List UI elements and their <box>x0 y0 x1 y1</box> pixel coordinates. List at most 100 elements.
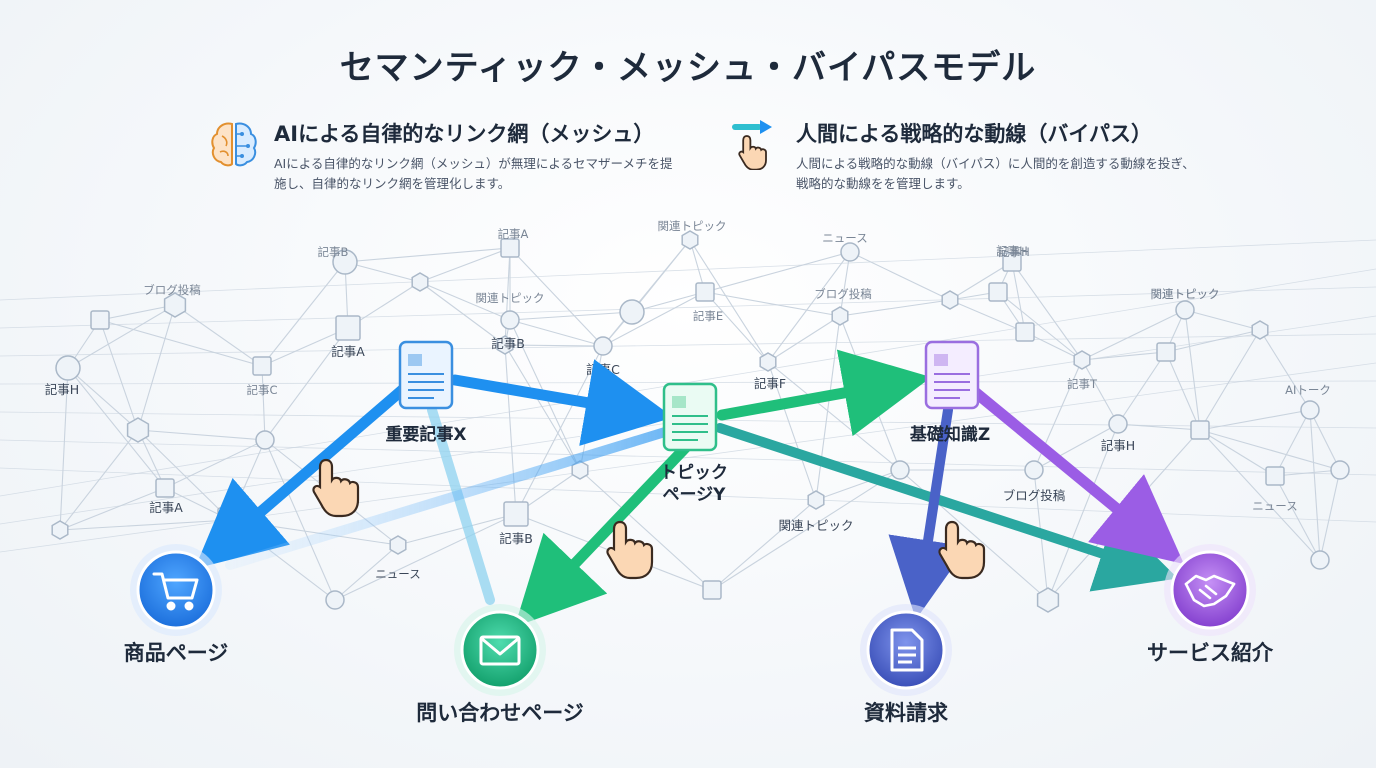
destination-label-docs: 資料請求 <box>864 701 948 725</box>
mesh-edge <box>1259 329 1311 411</box>
mesh-edge <box>711 499 817 591</box>
mesh-node-label: 記事B <box>499 531 533 546</box>
mesh-node <box>163 292 187 318</box>
mesh-edge <box>1081 359 1119 425</box>
mesh-node <box>496 335 514 355</box>
mesh-node-label: 記事B <box>491 336 525 351</box>
mesh-node <box>411 272 429 292</box>
mesh-node <box>1002 252 1022 272</box>
mesh-edge <box>99 304 176 321</box>
mesh-node <box>255 430 275 450</box>
mesh-edge <box>509 247 604 347</box>
mesh-node-label: 記事H <box>45 382 79 397</box>
mesh-node-label: 記事C <box>246 383 277 397</box>
mesh-edge <box>504 344 517 515</box>
mesh-node-label: 記事B <box>318 245 349 259</box>
mesh-edge <box>1165 351 1201 431</box>
mesh-edge <box>689 239 769 363</box>
mesh-edge <box>509 311 633 321</box>
mesh-node-label: ニュース <box>1252 499 1297 513</box>
mesh-node <box>126 417 150 443</box>
mesh-edge <box>1199 329 1261 431</box>
mesh-edge <box>0 239 1376 301</box>
shopping-cart-icon <box>152 572 199 611</box>
arrow-x-to-product <box>194 379 414 569</box>
mesh-node-label: 記事H <box>996 244 1028 258</box>
mesh-edge <box>704 251 851 293</box>
hub-document-y[interactable] <box>662 382 718 452</box>
mesh-node <box>1330 460 1350 480</box>
mesh-node-label: 関連トピック <box>658 219 727 233</box>
mesh-edge <box>767 361 901 471</box>
mesh-node-label: 記事A <box>498 227 529 241</box>
mesh-edge <box>509 319 604 347</box>
destination-product[interactable] <box>130 544 222 636</box>
mesh-node <box>1251 320 1269 340</box>
mesh-node-label: 関連トピック <box>778 518 853 533</box>
page-title: セマンティック・メッシュ・バイパスモデル <box>339 48 1037 88</box>
mesh-edge <box>1199 429 1341 471</box>
mesh-node-label: ブログ投稿 <box>814 287 872 301</box>
mesh-edge <box>704 291 841 317</box>
mesh-node <box>759 352 777 372</box>
envelope-icon <box>479 635 521 666</box>
destination-label-contact: 問い合わせページ <box>416 701 584 725</box>
mesh-node <box>831 306 849 326</box>
mesh-node <box>681 230 699 250</box>
mesh-edge <box>1199 429 1276 477</box>
hub-label-y-line2: ページY <box>663 485 727 505</box>
mesh-edge <box>334 513 517 601</box>
mesh-node <box>155 478 175 498</box>
mesh-edge <box>174 304 263 367</box>
mesh-edge <box>1047 423 1119 601</box>
hub-label-z: 基礎知識Z <box>909 424 990 445</box>
mesh-edge <box>0 286 1376 329</box>
hub-document-z[interactable] <box>924 340 980 410</box>
mesh-edge <box>1199 429 1321 561</box>
pointing-hand-icon <box>938 520 986 580</box>
mesh-node <box>325 590 345 610</box>
mesh-node <box>593 336 613 356</box>
mesh-edge <box>1184 309 1261 331</box>
mesh-edge <box>59 367 69 531</box>
mesh-edge <box>1274 409 1311 477</box>
mesh-edge <box>344 247 511 263</box>
hub-document-x[interactable] <box>398 340 454 410</box>
mesh-edge <box>261 365 266 441</box>
mesh-edge <box>99 319 139 431</box>
destination-service[interactable] <box>1164 544 1256 636</box>
mesh-edge <box>1309 409 1321 561</box>
mesh-node-label: 関連トピック <box>476 291 545 305</box>
mesh-node-label: 記事E <box>693 309 723 323</box>
mesh-node <box>252 356 272 376</box>
mesh-node-label: 記事A <box>331 344 365 359</box>
legend-human: 人間による戦略的な動線（バイパス） 人間による戦略的な動線（バイパス）に人間的を… <box>730 118 1196 194</box>
mesh-node-label: ブログ投稿 <box>1003 488 1066 503</box>
mesh-edge <box>334 544 399 601</box>
mesh-node <box>1036 587 1060 613</box>
mesh-node-label: 記事C <box>586 362 620 377</box>
arrow-x-to-contact <box>427 405 495 605</box>
legend-ai-description: AIによる自律的なリンク網（メッシュ）が無理によるセマザーメチを提施し、自律的な… <box>274 156 673 191</box>
arrow-y-to-product <box>225 427 670 570</box>
mesh-edge <box>949 299 1026 333</box>
mesh-node <box>702 580 722 600</box>
mesh-node <box>500 310 520 330</box>
mesh-edge <box>504 344 581 471</box>
mesh-edge <box>839 299 951 317</box>
legend-ai: AIによる自律的なリンク網（メッシュ） AIによる自律的なリンク網（メッシュ）が… <box>208 118 674 194</box>
mesh-edge <box>419 281 511 321</box>
destination-docs[interactable] <box>860 604 952 696</box>
mesh-node <box>1108 414 1128 434</box>
mesh-edge <box>815 315 841 501</box>
destination-contact[interactable] <box>454 604 546 696</box>
bypass-arrows <box>194 349 1184 627</box>
mesh-node-label: 記事T <box>1067 377 1098 391</box>
mesh-node <box>335 315 361 341</box>
document-icon <box>890 628 924 672</box>
mesh-edge <box>504 247 511 346</box>
mesh-edge <box>59 519 231 531</box>
mesh-edge <box>137 429 266 441</box>
mesh-node-label: 記事A <box>149 500 183 515</box>
